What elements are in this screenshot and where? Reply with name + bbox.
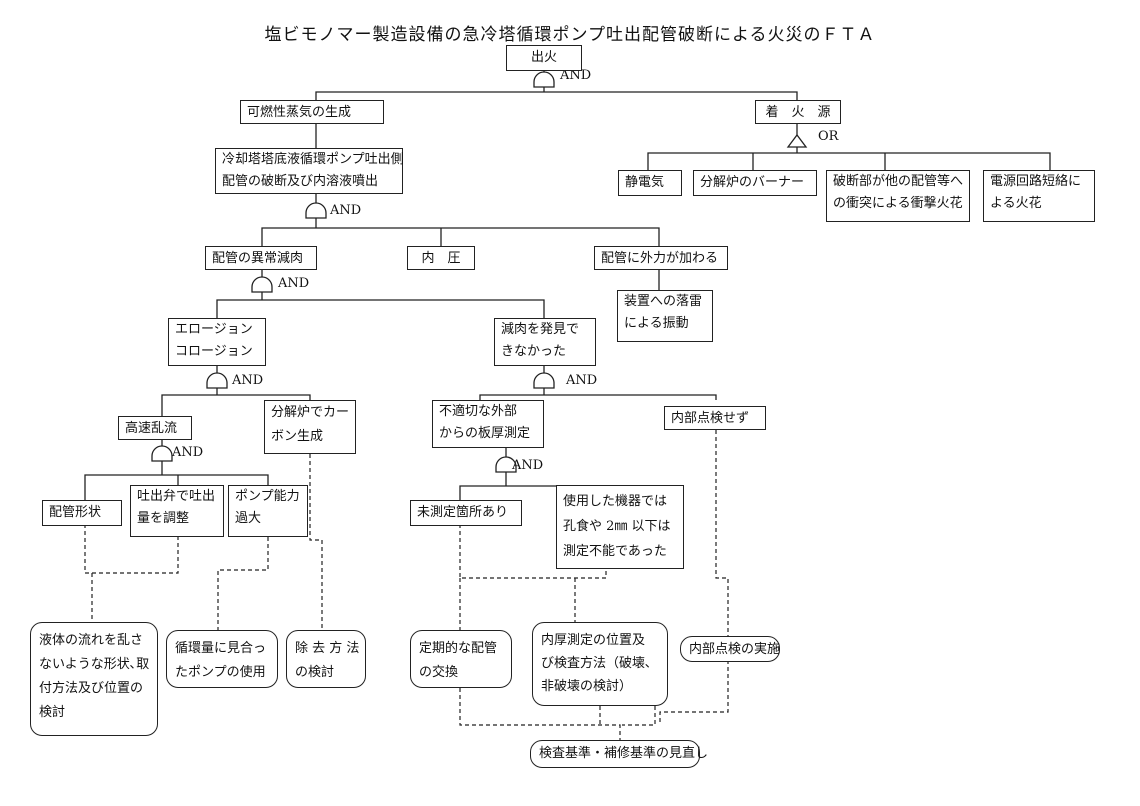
gate-label-external: AND [512,458,544,473]
event-static-electricity: 静電気 [618,170,682,196]
event-thinning-undetected: 減肉を発見で きなかった [494,318,596,366]
event-valve-adjustment: 吐出弁で吐出 量を調整 [130,485,224,537]
dashed-connectors [84,430,729,740]
and-gate-rupture [305,202,327,219]
gate-label-erosion: AND [232,373,264,388]
measure-thickness-method: 内厚測定の位置及 び検査方法（破壊､ 非破壊の検討） [532,622,668,706]
gate-label-ignition: OR [818,129,839,144]
and-gate-undetected [533,372,555,389]
measure-standards-review: 検査基準・補修基準の見直し [530,740,708,768]
measure-appropriate-pump: 循環量に見合っ たポンプの使用 [166,630,278,688]
event-flammable-vapor: 可燃性蒸気の生成 [240,100,384,124]
measure-flow-design: 液体の流れを乱さ ないような形状､取 付方法及び位置の 検討 [30,622,158,736]
and-gate-fire [533,71,555,88]
and-gate-external [495,456,517,473]
solid-connectors [84,71,1051,500]
and-gate-thinning [251,276,273,293]
event-no-internal-inspection: 内部点検せず [664,406,766,430]
event-erosion-corrosion: エロージョン コロージョン [168,318,266,366]
measure-periodic-replacement: 定期的な配管 の交換 [410,630,512,688]
event-fire: 出火 [506,45,582,71]
event-unmeasured-locations: 未測定箇所あり [410,500,522,526]
gate-label-rupture: AND [330,203,362,218]
event-internal-pressure: 内 圧 [407,246,475,270]
event-external-force: 配管に外力が加わる [594,246,728,270]
event-pipe-rupture: 冷却塔塔底液循環ポンプ吐出側 配管の破断及び内溶液噴出 [215,148,404,194]
event-lightning-vibration: 装置への落雷 による振動 [617,290,713,342]
event-high-speed-turbulence: 高速乱流 [118,416,192,440]
event-pipe-shape: 配管形状 [42,500,122,526]
diagram-title: 塩ビモノマー製造設備の急冷塔循環ポンプ吐出配管破断による火災のＦＴＡ [264,25,876,45]
measure-internal-inspection: 内部点検の実施 [680,636,780,662]
measure-removal-method: 除 去 方 法 の検討 [286,630,366,688]
gate-label-thinning: AND [278,276,310,291]
and-gate-turbulence [151,445,173,462]
event-external-thickness-measurement: 不適切な外部 からの板厚測定 [432,400,544,448]
event-device-limitation: 使用した機器では 孔食や 2㎜ 以下は 測定不能であった [556,485,684,569]
gate-label-turbulence: AND [172,445,204,460]
event-impact-spark: 破断部が他の配管等へ の衝突による衝撃火花 [826,170,970,222]
gate-label-fire: AND [560,68,592,83]
event-burner: 分解炉のバーナー [693,170,817,196]
event-pump-overcapacity: ポンプ能力 過大 [228,485,308,537]
gate-shapes [151,71,808,473]
gate-label-undetected: AND [566,373,598,388]
or-gate-ignition [786,133,808,148]
event-carbon-formation: 分解炉でカー ボン生成 [264,400,356,454]
event-ignition-source: 着 火 源 [755,100,841,124]
event-abnormal-thinning: 配管の異常減肉 [205,246,317,270]
event-short-circuit: 電源回路短絡に よる火花 [983,170,1095,222]
and-gate-erosion [206,372,228,389]
